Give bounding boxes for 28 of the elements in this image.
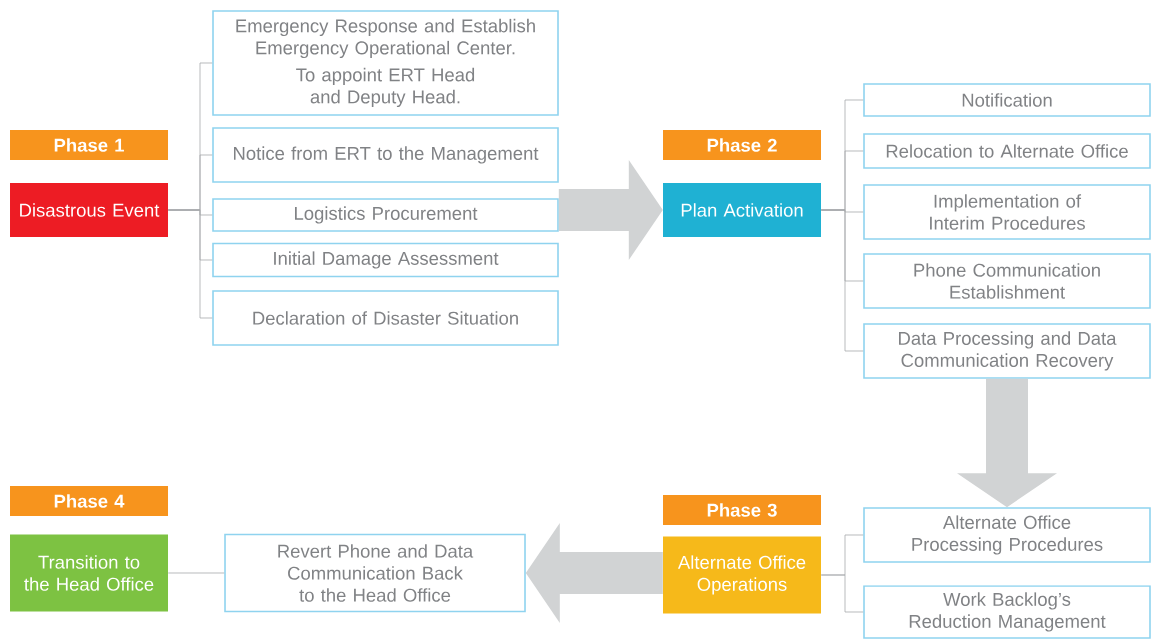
task-box: Work Backlog’s Reduction Management <box>863 585 1151 639</box>
event-box: Transition to the Head Office <box>10 534 168 612</box>
task-box: Relocation to Alternate Office <box>863 133 1151 169</box>
phase-label: Phase 2 <box>663 130 821 160</box>
block-arrow <box>957 378 1057 508</box>
block-arrow <box>525 523 663 623</box>
task-box: Phone Communication Establishment <box>863 253 1151 309</box>
task-box: Declaration of Disaster Situation <box>212 290 559 346</box>
task-box: Data Processing and Data Communication Recovery <box>863 323 1151 379</box>
task-box: Implementation of Interim Procedures <box>863 184 1151 240</box>
task-box: Revert Phone and Data Communication Back to the Head Office <box>224 533 526 613</box>
task-box: Logistics Procurement <box>212 198 559 232</box>
connector-line <box>820 574 864 613</box>
phase-label: Phase 1 <box>10 130 168 160</box>
task-box: Notice from ERT to the Management <box>212 127 559 183</box>
connector-line <box>167 209 213 319</box>
task-box: Emergency Response and Establish Emergency Operational Center. To appoint ERT Head and Deputy Head. <box>212 10 559 116</box>
block-arrow <box>558 160 663 260</box>
connector-line <box>820 209 864 352</box>
phase-label: Phase 3 <box>663 495 821 525</box>
phase-label: Phase 4 <box>10 486 168 516</box>
connector-line <box>167 572 225 574</box>
event-box: Disastrous Event <box>10 183 168 237</box>
task-box: Initial Damage Assessment <box>212 242 559 278</box>
event-box: Alternate Office Operations <box>663 536 821 614</box>
task-box: Alternate Office Processing Procedures <box>863 507 1151 563</box>
event-box: Plan Activation <box>663 183 821 237</box>
task-box: Notification <box>863 83 1151 117</box>
